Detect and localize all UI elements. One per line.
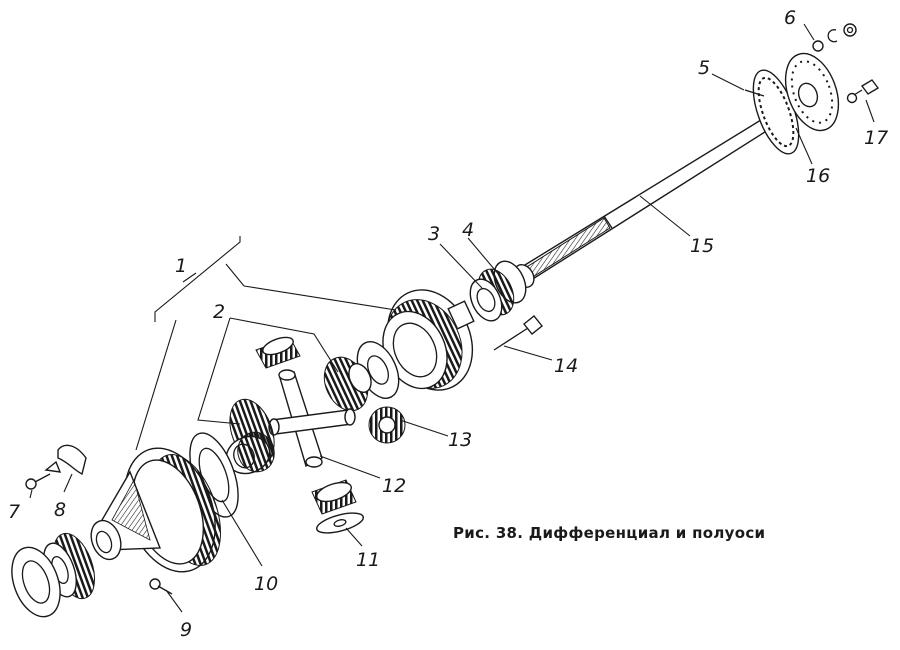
label-5: 5 [698,57,710,79]
axle-flange [752,52,840,155]
label-1: 1 [175,255,187,277]
label-13: 13 [448,429,472,451]
label-14: 14 [554,355,578,377]
bolt-9 [149,578,173,595]
pinion-gear-13 [368,406,406,444]
label-15: 15 [690,235,714,257]
label-17: 17 [864,127,888,149]
flange-bolt [846,79,880,104]
label-11: 11 [356,549,380,571]
pinion-gear-top [255,336,301,369]
label-7: 7 [8,501,20,523]
case-bolt-14 [493,315,543,351]
roller-bearing [469,260,527,322]
label-3: 3 [428,223,440,245]
side-gear-lower [225,398,275,475]
pinion-gear-lower [311,479,357,515]
label-16: 16 [806,165,830,187]
label-8: 8 [54,499,66,521]
leader-lines [29,23,875,613]
label-4: 4 [462,219,474,241]
side-gear-upper [323,356,372,412]
diff-case-left-half [90,447,221,573]
label-10: 10 [254,573,278,595]
label-2: 2 [213,301,225,323]
figure-caption: Рис. 38. Дифференциал и полуоси [453,524,766,542]
label-12: 12 [382,475,406,497]
differential-spider [268,369,356,468]
washer-nut-set [812,23,857,52]
label-9: 9 [180,619,192,641]
bolt-7 [25,460,62,490]
diff-case-right-half [382,289,475,391]
part-labels: 1 2 3 4 5 6 7 8 9 10 11 12 13 14 15 16 1… [8,7,888,641]
stud-bolt [744,89,765,97]
lock-plate-8 [57,444,87,476]
label-6: 6 [784,7,796,29]
outer-bearing [11,532,96,618]
thrust-washer-11 [316,512,364,534]
